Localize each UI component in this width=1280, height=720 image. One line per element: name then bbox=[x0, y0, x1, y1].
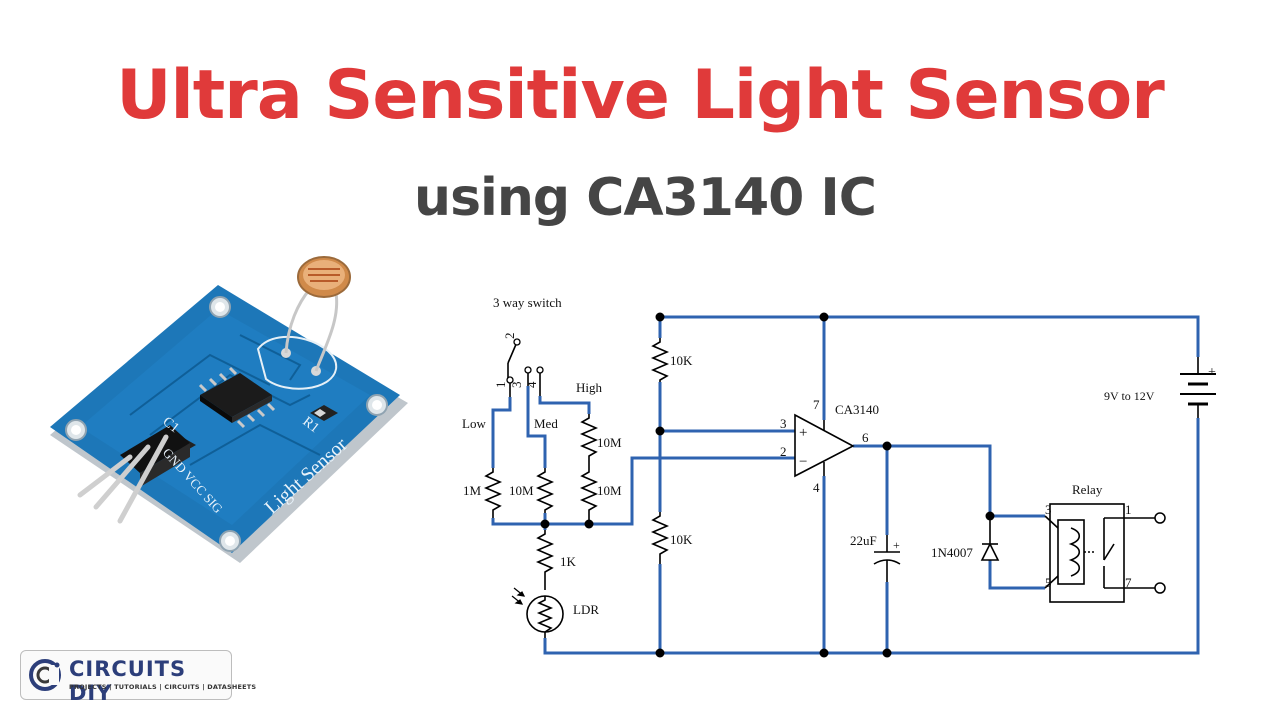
label-battery: 9V to 12V bbox=[1104, 389, 1155, 403]
label-r-med: 10M bbox=[509, 483, 534, 498]
page-title: Ultra Sensitive Light Sensor bbox=[116, 56, 1164, 135]
label-r-div-bottom: 10K bbox=[670, 532, 693, 547]
label-diode: 1N4007 bbox=[931, 545, 973, 560]
mode-high: High bbox=[576, 380, 603, 395]
label-r-div-top: 10K bbox=[670, 353, 693, 368]
label-capacitor: 22uF bbox=[850, 533, 877, 548]
junction-dots bbox=[540, 312, 995, 658]
opamp-name: CA3140 bbox=[835, 402, 879, 417]
mode-med: Med bbox=[534, 416, 558, 431]
label-r-high-b: 10M bbox=[597, 483, 622, 498]
opamp-pin-7: 7 bbox=[813, 397, 820, 412]
label-r-1k: 1K bbox=[560, 554, 577, 569]
label-r-low: 1M bbox=[463, 483, 482, 498]
relay-pin-1: 1 bbox=[1125, 502, 1132, 517]
battery-plus: + bbox=[1208, 365, 1216, 380]
opamp-pin-2: 2 bbox=[780, 444, 787, 459]
switch-pos-2: 2 bbox=[502, 333, 517, 340]
opamp-pin-6: 6 bbox=[862, 430, 869, 445]
ic-chip bbox=[198, 366, 276, 429]
relay-pin-7: 7 bbox=[1125, 575, 1132, 590]
relay-pin-3: 3 bbox=[1045, 502, 1052, 517]
switch-pos-3: 3 bbox=[509, 382, 524, 389]
ldr-photoresistor bbox=[297, 256, 351, 298]
pcb-traces bbox=[129, 334, 321, 466]
schematic-components bbox=[483, 338, 1216, 638]
mode-low: Low bbox=[462, 416, 486, 431]
smd-resistor bbox=[310, 405, 338, 421]
switch-label: 3 way switch bbox=[493, 295, 562, 310]
circuits-diy-logo-icon bbox=[29, 659, 61, 691]
opamp-pin-4: 4 bbox=[813, 480, 820, 495]
relay-pin-5: 5 bbox=[1045, 575, 1052, 590]
switch-contacts bbox=[506, 338, 544, 384]
capacitor-plus: + bbox=[893, 538, 900, 552]
header-pins bbox=[77, 425, 190, 524]
mounting-holes bbox=[65, 296, 388, 552]
page-subtitle: using CA3140 IC bbox=[414, 168, 877, 228]
label-relay: Relay bbox=[1072, 482, 1103, 497]
switch-pos-1: 1 bbox=[493, 382, 508, 389]
opamp-plus: + bbox=[799, 425, 807, 441]
light-sensor-module-illustration: C1 R1 GND VCC SIG Light Sensor bbox=[50, 256, 408, 563]
opamp-pin-3: 3 bbox=[780, 416, 787, 431]
logo-tagline: PROJECTS | TUTORIALS | CIRCUITS | DATASH… bbox=[69, 683, 257, 691]
label-ldr: LDR bbox=[573, 602, 599, 617]
relay-terminals bbox=[1154, 512, 1166, 594]
ldr-light-arrows bbox=[511, 587, 526, 605]
circuits-diy-logo[interactable]: CIRCUITS DIY PROJECTS | TUTORIALS | CIRC… bbox=[20, 650, 256, 705]
switch-pos-4: 4 bbox=[524, 381, 539, 388]
label-r-high-a: 10M bbox=[597, 435, 622, 450]
opamp-minus: − bbox=[799, 454, 807, 470]
logo-name: CIRCUITS DIY bbox=[69, 657, 187, 705]
ldr-pad-outline bbox=[256, 335, 338, 390]
